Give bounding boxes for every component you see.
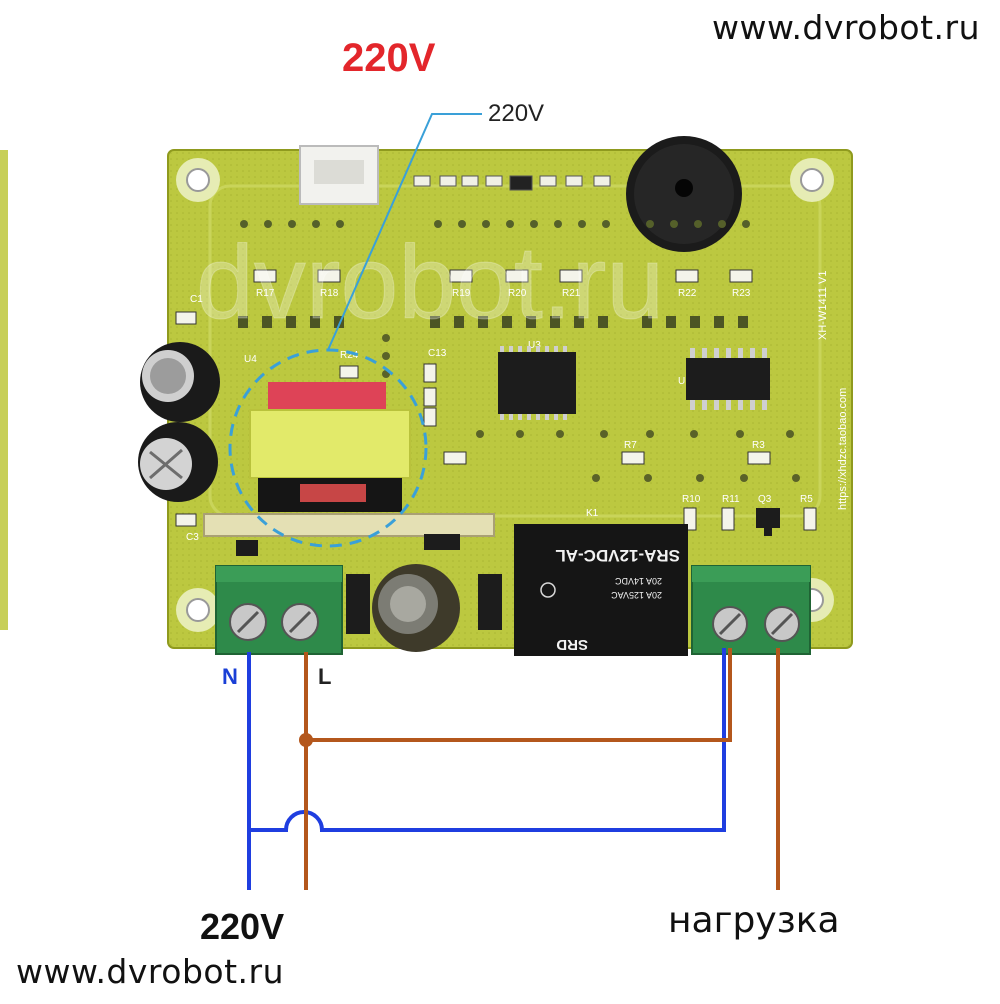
smd-resistors-row <box>253 269 753 283</box>
vias <box>382 334 800 482</box>
mounting-hole-top-left <box>176 158 220 202</box>
sensor-connector <box>299 145 379 205</box>
buzzer <box>626 136 742 252</box>
pcb-board: R17 R18 R19 R20 R21 R22 R23 R24 U4 U3 U1… <box>138 136 853 656</box>
ref-r21: R21 <box>562 288 581 299</box>
ref-u3: U3 <box>528 340 541 351</box>
adjacent-board-edge <box>0 150 8 630</box>
ref-r5: R5 <box>800 494 813 505</box>
relay-k1: SRA-12VDC-AL SRD 20A 14VDC 20A 125VAC <box>514 524 688 656</box>
transformer-callout <box>228 113 482 548</box>
relay-model: SRA-12VDC-AL <box>555 546 680 565</box>
terminal-block-supply <box>215 565 343 655</box>
supply-voltage-label: 220V <box>200 906 285 947</box>
live-label: L <box>318 664 332 689</box>
ic-u3 <box>498 346 576 420</box>
callout-leader <box>327 113 482 351</box>
header-pins-upper <box>240 220 750 228</box>
silk-url: https://xhdzc.taobao.com <box>837 388 849 510</box>
ref-r11: R11 <box>722 494 740 505</box>
transformer <box>249 382 411 512</box>
ref-r19: R19 <box>452 288 471 299</box>
relay-brand: SRD <box>556 636 588 653</box>
insulating-strip <box>203 513 495 537</box>
ref-r17: R17 <box>256 288 275 299</box>
watermark-url-top: www.dvrobot.ru <box>712 8 980 47</box>
mounting-hole-bottom-left <box>176 588 220 632</box>
capacitor-left-top <box>140 342 220 422</box>
header-pins-lower <box>238 316 748 328</box>
board-watermark: dvrobot.ru <box>196 225 664 341</box>
ref-u1: U1 <box>678 376 691 387</box>
wire-live-to-relay <box>306 648 732 742</box>
ref-r7: R7 <box>624 440 637 451</box>
ref-u4: U4 <box>244 354 257 365</box>
ref-r24: R24 <box>340 350 359 361</box>
ref-r3: R3 <box>752 440 765 451</box>
ref-q3: Q3 <box>758 494 772 505</box>
watermark-url-bottom: www.dvrobot.ru <box>16 952 284 991</box>
diodes <box>236 534 502 634</box>
capacitor-left-bottom <box>138 422 218 502</box>
ref-k1: K1 <box>586 508 599 519</box>
side-silk: XH-W1411 V1 https://xhdzc.taobao.com <box>817 271 849 511</box>
callout-voltage-label: 220V <box>488 100 545 127</box>
capacitor-bottom-center <box>372 564 460 652</box>
wiring <box>247 648 780 890</box>
ref-r23: R23 <box>732 288 751 299</box>
ref-r18: R18 <box>320 288 339 299</box>
smd-row-top <box>413 175 611 191</box>
relay-rating-1: 20A 14VDC <box>614 576 662 586</box>
silk-refs: R17 R18 R19 R20 R21 R22 R23 R24 U4 U3 U1… <box>186 288 813 543</box>
ref-c3: C3 <box>186 532 199 543</box>
smd-parts-mid <box>175 311 817 531</box>
ref-r10: R10 <box>682 494 701 505</box>
silk-model: XH-W1411 V1 <box>817 271 829 341</box>
ref-r20: R20 <box>508 288 527 299</box>
mounting-hole-top-right <box>790 158 834 202</box>
title-voltage-label: 220V <box>342 36 436 80</box>
relay-rating-2: 20A 125VAC <box>611 590 662 600</box>
ref-c1: C1 <box>190 294 203 305</box>
transistor-q3 <box>756 508 780 536</box>
neutral-label: N <box>222 664 238 689</box>
ic-u1 <box>686 348 770 410</box>
wire-junction-dot <box>299 733 313 747</box>
load-label: нагрузка <box>668 900 840 941</box>
terminal-block-load <box>691 565 811 655</box>
ref-r22: R22 <box>678 288 697 299</box>
ref-c13: C13 <box>428 348 447 359</box>
